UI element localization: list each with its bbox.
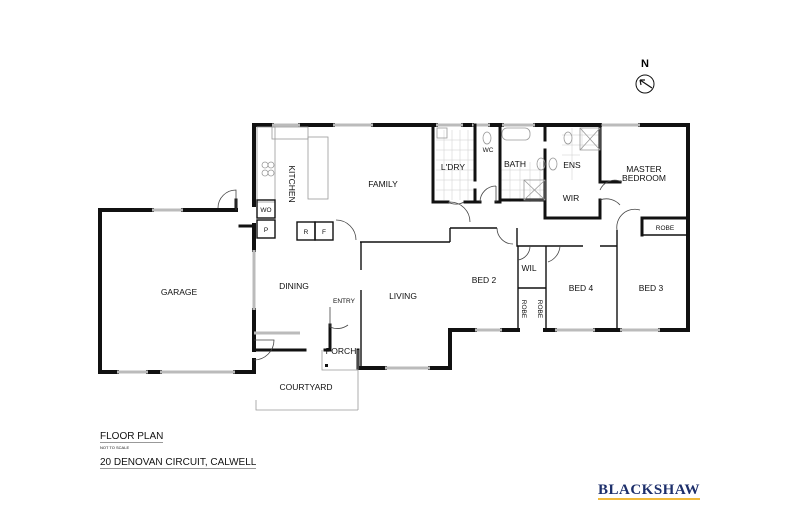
kitchen-fixtures [256, 126, 334, 241]
interior-walls [234, 123, 690, 370]
plan-title: FLOOR PLAN [100, 431, 164, 443]
room-label-garage: GARAGE [161, 287, 198, 297]
room-label-bath: BATH [504, 159, 526, 169]
bathroom-fixtures [436, 127, 601, 201]
room-label-kitchen: KITCHEN [287, 165, 297, 202]
property-address: 20 DENOVAN CIRCUIT, CALWELL [100, 457, 257, 469]
room-label-family: FAMILY [368, 179, 398, 189]
room-label-wc: WC [483, 147, 494, 154]
room-label-wil: WIL [521, 263, 536, 273]
room-label-courtyard: COURTYARD [279, 382, 332, 392]
windows [117, 123, 660, 374]
scale-note: NOT TO SCALE [100, 445, 130, 450]
room-label-freezer: F [322, 229, 326, 236]
room-label-master-1: MASTER [626, 164, 661, 174]
room-label-robe-a: ROBE [520, 300, 527, 319]
room-label-master-2: BEDROOM [622, 173, 666, 183]
room-label-robe-b: ROBE [536, 300, 543, 319]
room-label-wo: WO [260, 207, 271, 214]
room-label-living: LIVING [389, 291, 417, 301]
room-label-robe-master: ROBE [656, 225, 675, 232]
room-label-ensuite: ENS [563, 160, 581, 170]
room-label-pantry: P [264, 227, 268, 234]
porch-courtyard [255, 350, 359, 411]
room-label-dining: DINING [279, 281, 309, 291]
door-swings [217, 179, 641, 361]
room-label-porch: PORCH [326, 346, 357, 356]
room-label-laundry: L'DRY [441, 162, 465, 172]
room-label-bed2: BED 2 [472, 275, 497, 285]
exterior-walls [98, 123, 690, 374]
north-label: N [641, 58, 649, 70]
room-label-entry: ENTRY [333, 298, 356, 305]
north-arrow-icon [635, 74, 655, 94]
room-label-bed3: BED 3 [639, 283, 664, 293]
room-label-wir: WIR [563, 193, 580, 203]
brand-logo: BLACKSHAW [598, 482, 701, 500]
room-label-bed4: BED 4 [569, 283, 594, 293]
room-label-fridge: R [304, 229, 309, 236]
